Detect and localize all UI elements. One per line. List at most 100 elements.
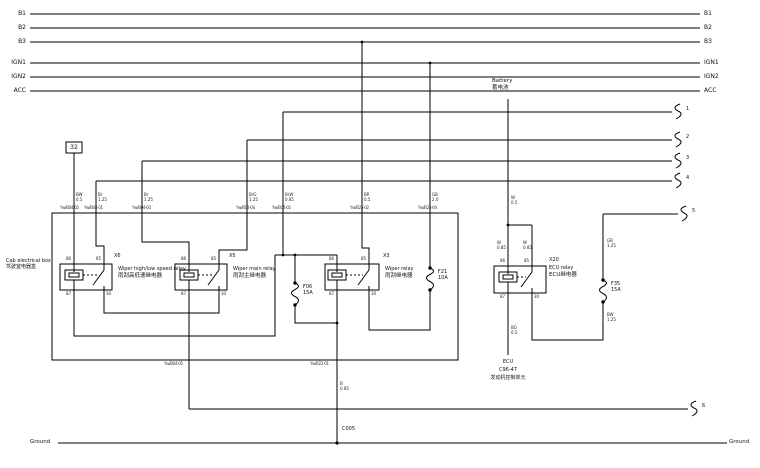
bus-label-left-acc: ACC [13,87,26,94]
wire-gauge: 0.5 [364,197,371,202]
bus-label-right-ign1: IGN1 [704,59,719,66]
wire-gauge: 0.85 [285,197,294,202]
feed-wire-connector-6: Yw/B25-02 [350,205,369,210]
wire-gauge: 1.25 [249,197,258,202]
ground-label-left: Ground [30,439,51,445]
bus-label-right-b2: B2 [704,24,712,31]
feed-wire-label-1: BW 0.5 [76,192,83,202]
feed-wire-label-2: Br 1.25 [98,192,107,202]
wire-code: BW [76,192,83,197]
relay-x5-name-en: Wiper main relay [233,266,276,272]
relay-x5-name-zh: 雨刮主继电器 [233,273,267,279]
relay-x20-name-zh: ECU继电器 [549,272,577,278]
branch-wire-bo05: BO 0.5 [511,325,517,335]
fuse-id: F06 [303,284,313,290]
ecu-name: ECU [502,359,514,365]
relay-x5-pin-br: 30 [221,291,227,296]
wire-code: W [523,240,527,245]
bus-label-right-ign2: IGN2 [704,73,719,80]
wire-code: W [511,195,515,200]
wire-code: BW [607,312,614,317]
wire-gauge: 0.85 [340,386,349,391]
relay-x6-pin-bl: 87 [66,291,72,296]
relay-x3-pin-tr: 85 [361,256,367,261]
relay-x6-pin-tr: 85 [96,256,102,261]
ecu-connector: C96-47 [498,367,518,373]
relay-x3-symbol [324,258,380,296]
wire-gauge: 0.85 [497,245,506,250]
relay-x20-pin-bl: 87 [500,294,506,299]
wire-gauge: 0.85 [523,245,532,250]
branch-wire-w085-right: W 0.85 [523,240,532,250]
fuse-f21-symbol [426,266,434,292]
connector-number-2: 2 [686,134,690,140]
fuse-rating: 15A [303,290,313,296]
battery-label: Battery 蓄电池 [492,78,512,92]
wire-gauge: 2.0 [432,197,439,202]
relay-x20-symbol [493,260,547,298]
wire-code: BR [364,192,370,197]
cab-box-label-en: Cab electrical box [6,258,51,264]
fuse-f35-label: F35 15A [611,281,621,293]
relay-x5-symbol [174,258,228,296]
relay-x20-pin-tl: 86 [500,258,506,263]
branch-wire-w085-left: W 0.85 [497,240,506,250]
relay-x3-name-en: Wiper relay [385,266,414,272]
relay-x20-pin-tr: 85 [524,258,530,263]
wire-code: BO [511,325,517,330]
relay-x5-id: X5 [229,253,236,259]
branch-wire-bw125: BW 1.25 [607,312,616,322]
relay-x6-pin-br: 30 [106,291,112,296]
bottom-connector-left: Yw/B04-05 [164,361,183,366]
bus-label-left-ign1: IGN1 [11,59,26,66]
relay-x20-id: X20 [549,257,559,263]
relay-x6-pin-tl: 86 [66,256,72,261]
bus-label-right-acc: ACC [704,87,717,94]
fuse-f35-symbol [599,278,607,304]
fuse-f06-symbol [291,281,299,307]
bus-label-left-b3: B3 [18,38,26,45]
wire-gauge: 1.25 [98,197,107,202]
wire-code: BrW [285,192,294,197]
cab-box-label-zh: 驾驶室电器盒 [6,264,37,270]
bus-label-right-b3: B3 [704,38,712,45]
cab-electrical-box-outline [51,212,459,361]
wire-gauge: 0.5 [76,197,83,202]
relay-x20-name-en: ECU relay [549,265,574,271]
feed-wire-label-3: Br 1.25 [144,192,153,202]
wire-gauge: 1.25 [144,197,153,202]
fuse-id: F35 [611,281,621,287]
box32-outline [65,141,83,154]
feed-wire-connector-1: Yw/B04-02 [60,205,79,210]
bus-label-left-b2: B2 [18,24,26,31]
bus-label-left-b1: B1 [18,10,26,17]
bottom-connector-right: Yw/B22-01 [310,361,329,366]
fuse-rating: 15A [611,287,621,293]
connector-number-6: 6 [702,403,706,409]
connector-number-4: 4 [686,175,690,181]
feed-wire-label-5: BrW 0.85 [285,192,294,202]
feed-wire-connector-5: Yw/B04-02 [272,205,291,210]
wire-gauge: 1.25 [607,243,616,248]
feed-wire-label-6: BR 0.5 [364,192,370,202]
wire-gauge: 0.5 [511,200,518,205]
branch-wire-b085: B 0.85 [340,381,349,391]
battery-label-zh: 蓄电池 [492,85,509,91]
connector-number-1: 1 [686,106,690,112]
bus-label-right-b1: B1 [704,10,712,17]
feed-wire-connector-7: Yw/B25-04 [418,205,437,210]
cab-box-label: Cab electrical box 驾驶室电器盒 [6,258,51,270]
wire-code: BrG [249,192,257,197]
relay-x3-id: X3 [383,253,390,259]
wire-code: GB [432,192,438,197]
wire-code: Br [98,192,103,197]
connector-number-5: 5 [692,208,696,214]
relay-x3-pin-tl: 86 [329,256,335,261]
ecu-name-zh: 发动机控制单元 [490,375,526,381]
branch-wire-gb125: GB 1.25 [607,238,616,248]
connector-stub-lines [96,103,698,417]
feed-wire-connector-2: Yw/B04-01 [84,205,103,210]
wire-code: GB [607,238,613,243]
